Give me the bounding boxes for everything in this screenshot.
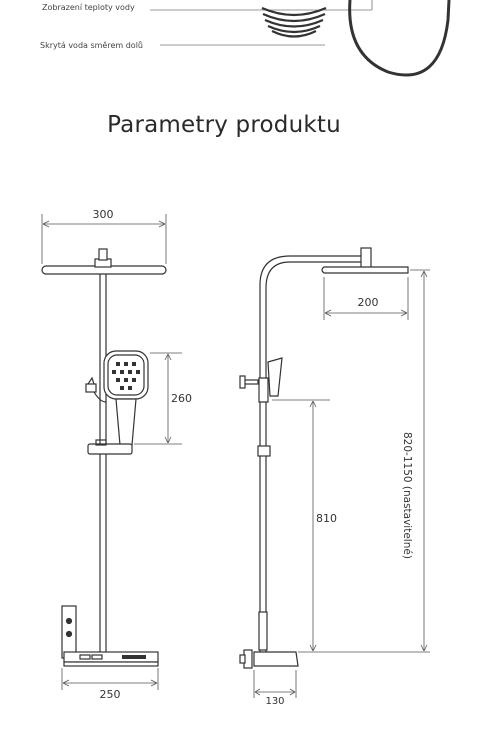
- front-view: [41, 248, 167, 667]
- coiled-hose-icon: [261, 6, 327, 38]
- page-title: Parametry produktu: [107, 112, 341, 138]
- side-dimension-lines: [253, 269, 430, 698]
- dimension-head-width: 200: [358, 296, 379, 309]
- dimension-base-depth: 130: [265, 696, 284, 707]
- dimension-handshower-height: 260: [171, 392, 192, 405]
- curved-pipe-icon: [348, 0, 451, 77]
- dimension-top-width: 300: [93, 208, 114, 221]
- callout-leader-lines: [150, 0, 373, 46]
- callout-hidden-water-downward: Skrytá voda směrem dolů: [40, 41, 143, 50]
- dimension-bottom-width: 250: [100, 688, 121, 701]
- dimension-valve-height: 810: [316, 512, 337, 525]
- side-view: [239, 247, 409, 669]
- callout-water-temperature-display: Zobrazení teploty vody: [42, 3, 135, 12]
- dimension-total-height: 820-1150 (nastavitelné): [401, 432, 413, 559]
- front-dimension-lines: [41, 214, 182, 690]
